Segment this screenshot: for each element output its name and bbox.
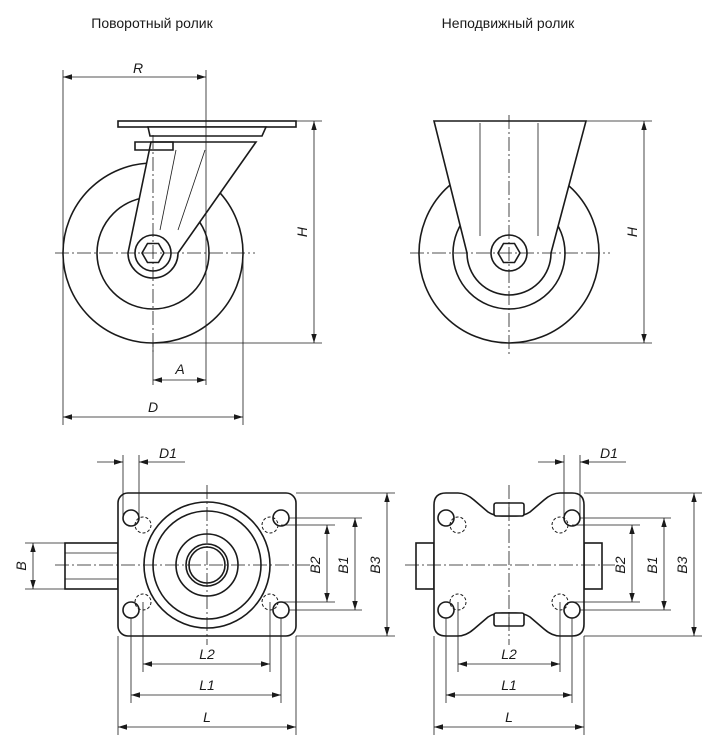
fixed-dimensions: H [509, 120, 652, 344]
swivel-bearing [147, 126, 268, 137]
dim-L-label-fixed: L [505, 709, 513, 725]
dim-L1-label-fixed: L1 [501, 677, 517, 693]
fixed-top-dimensions: D1 B2 B1 B3 L2 L1 L [433, 445, 702, 735]
dim-D-label: D [148, 399, 158, 415]
dim-L2-label-fixed: L2 [501, 646, 517, 662]
dim-H-label-swivel: H [294, 226, 310, 237]
dim-B2-label-swivel: B2 [307, 556, 323, 573]
dim-D1-label-swivel: D1 [159, 445, 177, 461]
dim-L-label-swivel: L [203, 709, 211, 725]
swivel-top-plate [117, 120, 297, 128]
dim-L1-label-swivel: L1 [199, 677, 215, 693]
dim-B2-label-fixed: B2 [612, 556, 628, 573]
dim-B1-label-swivel: B1 [335, 556, 351, 573]
fixed-bracket [432, 120, 588, 296]
dim-B3-label-fixed: B3 [674, 556, 690, 573]
dim-B1-label-fixed: B1 [644, 556, 660, 573]
dim-H-label-fixed: H [624, 226, 640, 237]
fixed-caster-side-view [410, 115, 610, 355]
bolt-hole [437, 509, 455, 527]
dim-B3-label-swivel: B3 [367, 556, 383, 573]
dim-L2-label-swivel: L2 [199, 646, 215, 662]
swivel-caster-side-view [55, 120, 297, 355]
swivel-top-dimensions: D1 B B2 B1 B3 L2 L1 L [13, 445, 395, 735]
swivel-caster-top-view [55, 485, 310, 645]
swivel-fork [127, 141, 258, 279]
swivel-caster-title: Поворотный ролик [91, 15, 213, 31]
dim-B-label: B [13, 561, 29, 570]
dim-D1-label-fixed: D1 [600, 445, 618, 461]
fixed-caster-top-view [405, 485, 615, 645]
dim-R-label: R [133, 60, 143, 76]
dim-A-label: A [174, 361, 184, 377]
fixed-caster-title: Неподвижный ролик [442, 15, 576, 31]
swivel-dimensions: R H A D [62, 60, 322, 425]
